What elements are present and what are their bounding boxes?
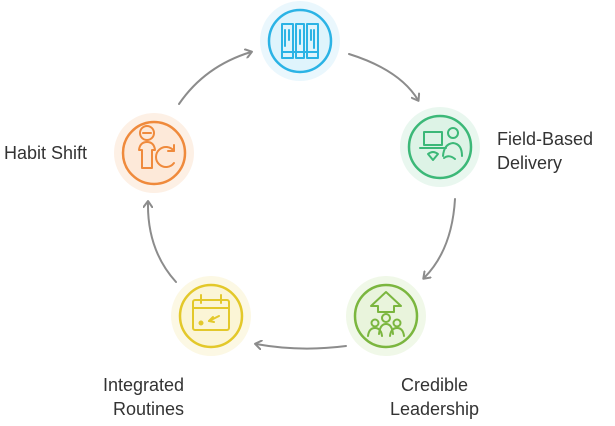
label-credible-leadership: Credible Leadership xyxy=(390,373,479,421)
label-integrated-routines: Integrated Routines xyxy=(103,373,184,421)
label-integrated-line-1: Integrated xyxy=(103,375,185,395)
node-credible xyxy=(346,276,426,356)
arrow-credible-to-integrated xyxy=(256,344,347,349)
node-field xyxy=(400,107,480,187)
node-integrated xyxy=(171,276,251,356)
arrow-field-to-credible xyxy=(424,198,456,278)
cycle-arrows xyxy=(148,52,456,349)
node-habit-circle xyxy=(121,120,187,186)
laptop-person-icon xyxy=(419,127,463,161)
label-habit-line-1: Habit Shift xyxy=(4,143,88,163)
node-integrated-circle xyxy=(178,283,244,349)
leadership-group-icon xyxy=(367,291,405,337)
node-credible-circle xyxy=(353,283,419,349)
calendar-icon xyxy=(192,294,230,331)
label-habit-shift: Habit Shift xyxy=(4,141,87,165)
label-field-line-1: Field-Based xyxy=(497,129,594,149)
stacked-books-icon xyxy=(281,23,319,59)
node-top xyxy=(260,1,340,81)
person-cycle-icon xyxy=(138,125,175,169)
label-credible-line-2: Leadership xyxy=(390,399,480,419)
label-credible-line-1: Credible xyxy=(401,375,469,395)
arrow-top-to-field xyxy=(348,53,418,100)
arrow-habit-to-top xyxy=(178,52,251,105)
node-habit xyxy=(114,113,194,193)
arrow-integrated-to-habit xyxy=(148,202,177,283)
label-integrated-line-2: Routines xyxy=(113,399,185,419)
label-field-based-delivery: Field-Based Delivery xyxy=(497,127,593,175)
label-field-line-2: Delivery xyxy=(497,153,563,173)
